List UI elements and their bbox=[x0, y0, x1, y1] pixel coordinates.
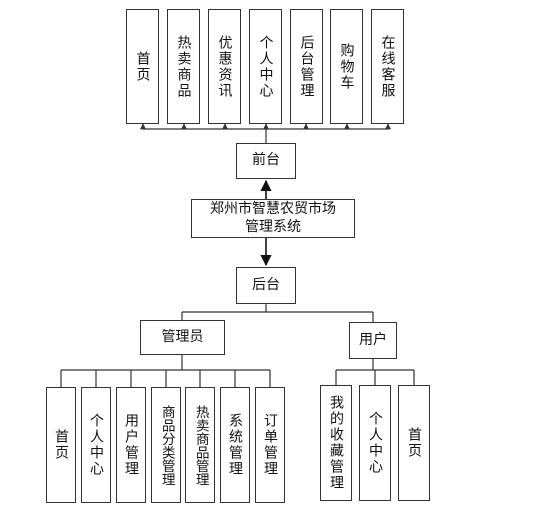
system-title-line1: 郑州市智慧农贸市场 bbox=[210, 201, 336, 217]
front-module-label: 个人中心 bbox=[257, 34, 274, 99]
user-module-favorites-management: 我的收藏管理 bbox=[320, 385, 352, 501]
admin-module-label: 订单管理 bbox=[262, 413, 278, 477]
front-node: 前台 bbox=[236, 143, 296, 179]
admin-module-home: 首页 bbox=[46, 387, 76, 503]
front-module-label: 在线客服 bbox=[379, 34, 396, 99]
front-module-online-service: 在线客服 bbox=[371, 9, 404, 124]
user-module-label: 个人中心 bbox=[367, 411, 383, 475]
system-title-line2: 管理系统 bbox=[245, 218, 301, 235]
front-module-label: 后台管理 bbox=[298, 34, 315, 99]
admin-module-label: 热卖商品管理 bbox=[192, 404, 209, 486]
front-module-promotions: 优惠资讯 bbox=[208, 9, 241, 124]
admin-module-label: 首页 bbox=[53, 429, 69, 461]
admin-module-label: 用户管理 bbox=[123, 413, 139, 477]
admin-module-label: 系统管理 bbox=[227, 413, 243, 477]
front-module-label: 优惠资讯 bbox=[216, 34, 233, 99]
front-module-home: 首页 bbox=[126, 9, 159, 124]
user-module-label: 首页 bbox=[406, 427, 422, 459]
front-module-label: 热卖商品 bbox=[175, 34, 192, 99]
back-node-label: 后台 bbox=[252, 276, 280, 293]
system-node: 郑州市智慧农贸市场 管理系统 bbox=[191, 199, 355, 238]
user-node-label: 用户 bbox=[359, 331, 387, 348]
user-module-home: 首页 bbox=[398, 385, 430, 501]
front-module-cart: 购物车 bbox=[330, 9, 363, 124]
admin-module-order-management: 订单管理 bbox=[255, 387, 285, 503]
admin-module-category-management: 商品分类管理 bbox=[151, 387, 181, 503]
back-node: 后台 bbox=[236, 267, 296, 304]
admin-node: 管理员 bbox=[140, 320, 225, 355]
front-node-label: 前台 bbox=[252, 152, 280, 169]
user-node: 用户 bbox=[349, 322, 397, 359]
front-module-label: 首页 bbox=[134, 50, 151, 83]
admin-node-label: 管理员 bbox=[161, 328, 204, 345]
user-module-label: 我的收藏管理 bbox=[328, 395, 344, 491]
front-module-hot-products: 热卖商品 bbox=[167, 9, 200, 124]
front-module-label: 购物车 bbox=[338, 42, 355, 91]
admin-module-user-management: 用户管理 bbox=[116, 387, 146, 503]
admin-module-label: 个人中心 bbox=[88, 413, 104, 477]
front-module-admin-link: 后台管理 bbox=[290, 9, 323, 124]
admin-module-hot-product-management: 热卖商品管理 bbox=[185, 387, 215, 503]
admin-module-personal-center: 个人中心 bbox=[81, 387, 111, 503]
front-module-personal-center: 个人中心 bbox=[249, 9, 282, 124]
user-module-personal-center: 个人中心 bbox=[359, 385, 391, 501]
admin-module-label: 商品分类管理 bbox=[158, 404, 175, 486]
admin-module-system-management: 系统管理 bbox=[220, 387, 250, 503]
